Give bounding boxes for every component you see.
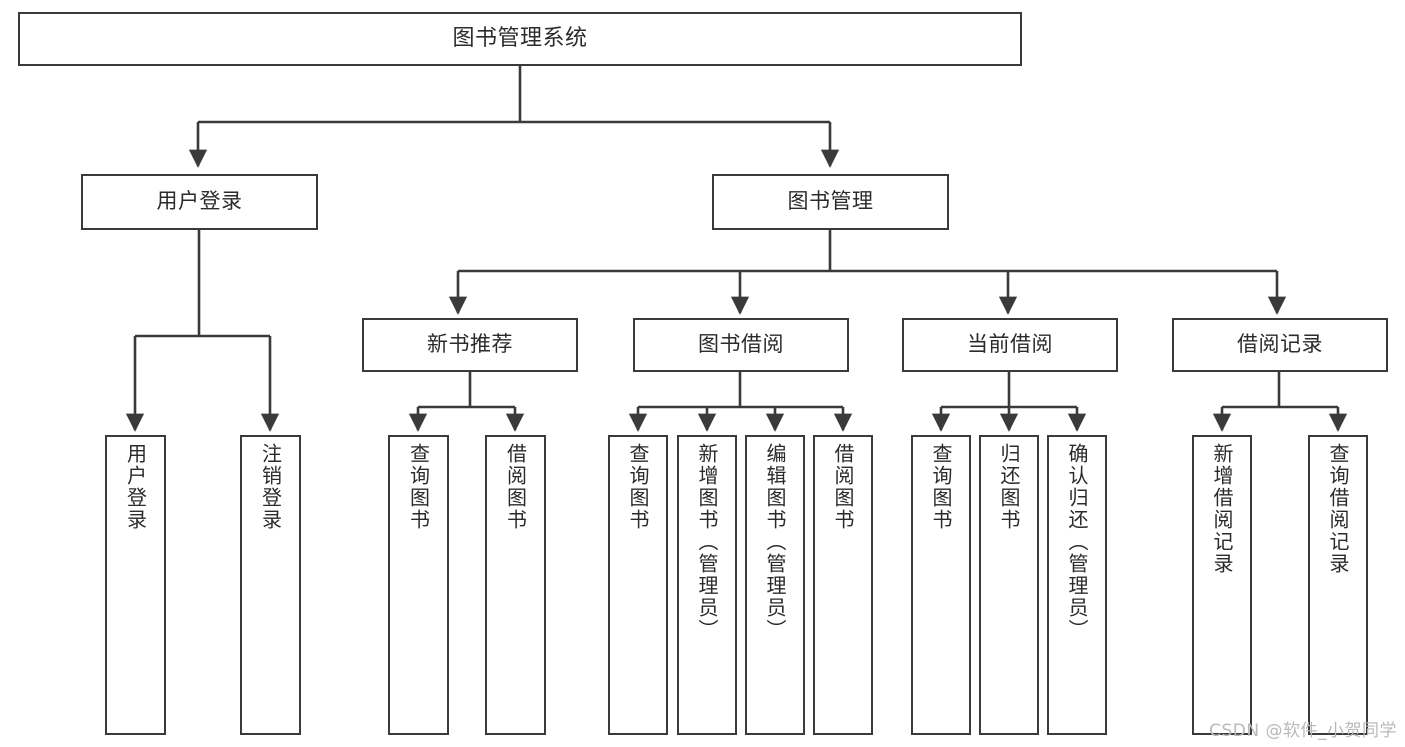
node-borrow-record[interactable]: 借阅记录: [1172, 318, 1388, 372]
leaf-current-return-book[interactable]: 归还图书: [979, 435, 1039, 735]
node-book-management[interactable]: 图书管理: [712, 174, 949, 230]
node-current-borrow-label: 当前借阅: [967, 332, 1053, 357]
leaf-user-login-signout[interactable]: 注销登录: [240, 435, 301, 735]
node-user-login-label: 用户登录: [156, 189, 243, 214]
leaf-user-login-signout-label: 注销登录: [258, 443, 283, 531]
leaf-recommend-query-book-label: 查询图书: [406, 443, 431, 531]
leaf-recommend-query-book[interactable]: 查询图书: [388, 435, 449, 735]
leaf-current-confirm-return-label: 确认归还（管理员）: [1065, 443, 1089, 641]
node-new-book-recommend[interactable]: 新书推荐: [362, 318, 578, 372]
leaf-record-add-record-label: 新增借阅记录: [1210, 443, 1234, 575]
node-user-login[interactable]: 用户登录: [81, 174, 318, 230]
leaf-record-query-record[interactable]: 查询借阅记录: [1308, 435, 1368, 735]
leaf-borrow-query-book-label: 查询图书: [626, 443, 650, 531]
leaf-recommend-borrow-book-label: 借阅图书: [503, 443, 528, 531]
node-current-borrow[interactable]: 当前借阅: [902, 318, 1118, 372]
leaf-record-query-record-label: 查询借阅记录: [1326, 443, 1350, 575]
leaf-user-login-signin-label: 用户登录: [123, 443, 148, 531]
leaf-current-return-book-label: 归还图书: [997, 443, 1021, 531]
leaf-borrow-add-book[interactable]: 新增图书（管理员）: [677, 435, 737, 735]
leaf-user-login-signin[interactable]: 用户登录: [105, 435, 166, 735]
leaf-current-confirm-return[interactable]: 确认归还（管理员）: [1047, 435, 1107, 735]
leaf-recommend-borrow-book[interactable]: 借阅图书: [485, 435, 546, 735]
leaf-borrow-borrow-book[interactable]: 借阅图书: [813, 435, 873, 735]
leaf-current-query-book[interactable]: 查询图书: [911, 435, 971, 735]
node-book-borrow[interactable]: 图书借阅: [633, 318, 849, 372]
leaf-borrow-borrow-book-label: 借阅图书: [831, 443, 855, 531]
leaf-borrow-query-book[interactable]: 查询图书: [608, 435, 668, 735]
node-book-borrow-label: 图书借阅: [698, 332, 784, 357]
leaf-record-add-record[interactable]: 新增借阅记录: [1192, 435, 1252, 735]
node-borrow-record-label: 借阅记录: [1237, 332, 1323, 357]
leaf-borrow-edit-book[interactable]: 编辑图书（管理员）: [745, 435, 805, 735]
node-root[interactable]: 图书管理系统: [18, 12, 1022, 66]
leaf-current-query-book-label: 查询图书: [929, 443, 953, 531]
leaf-borrow-edit-book-label: 编辑图书（管理员）: [763, 443, 787, 641]
leaf-borrow-add-book-label: 新增图书（管理员）: [695, 443, 719, 641]
node-root-label: 图书管理系统: [452, 25, 588, 51]
node-new-book-recommend-label: 新书推荐: [427, 332, 513, 357]
node-book-management-label: 图书管理: [787, 189, 874, 214]
